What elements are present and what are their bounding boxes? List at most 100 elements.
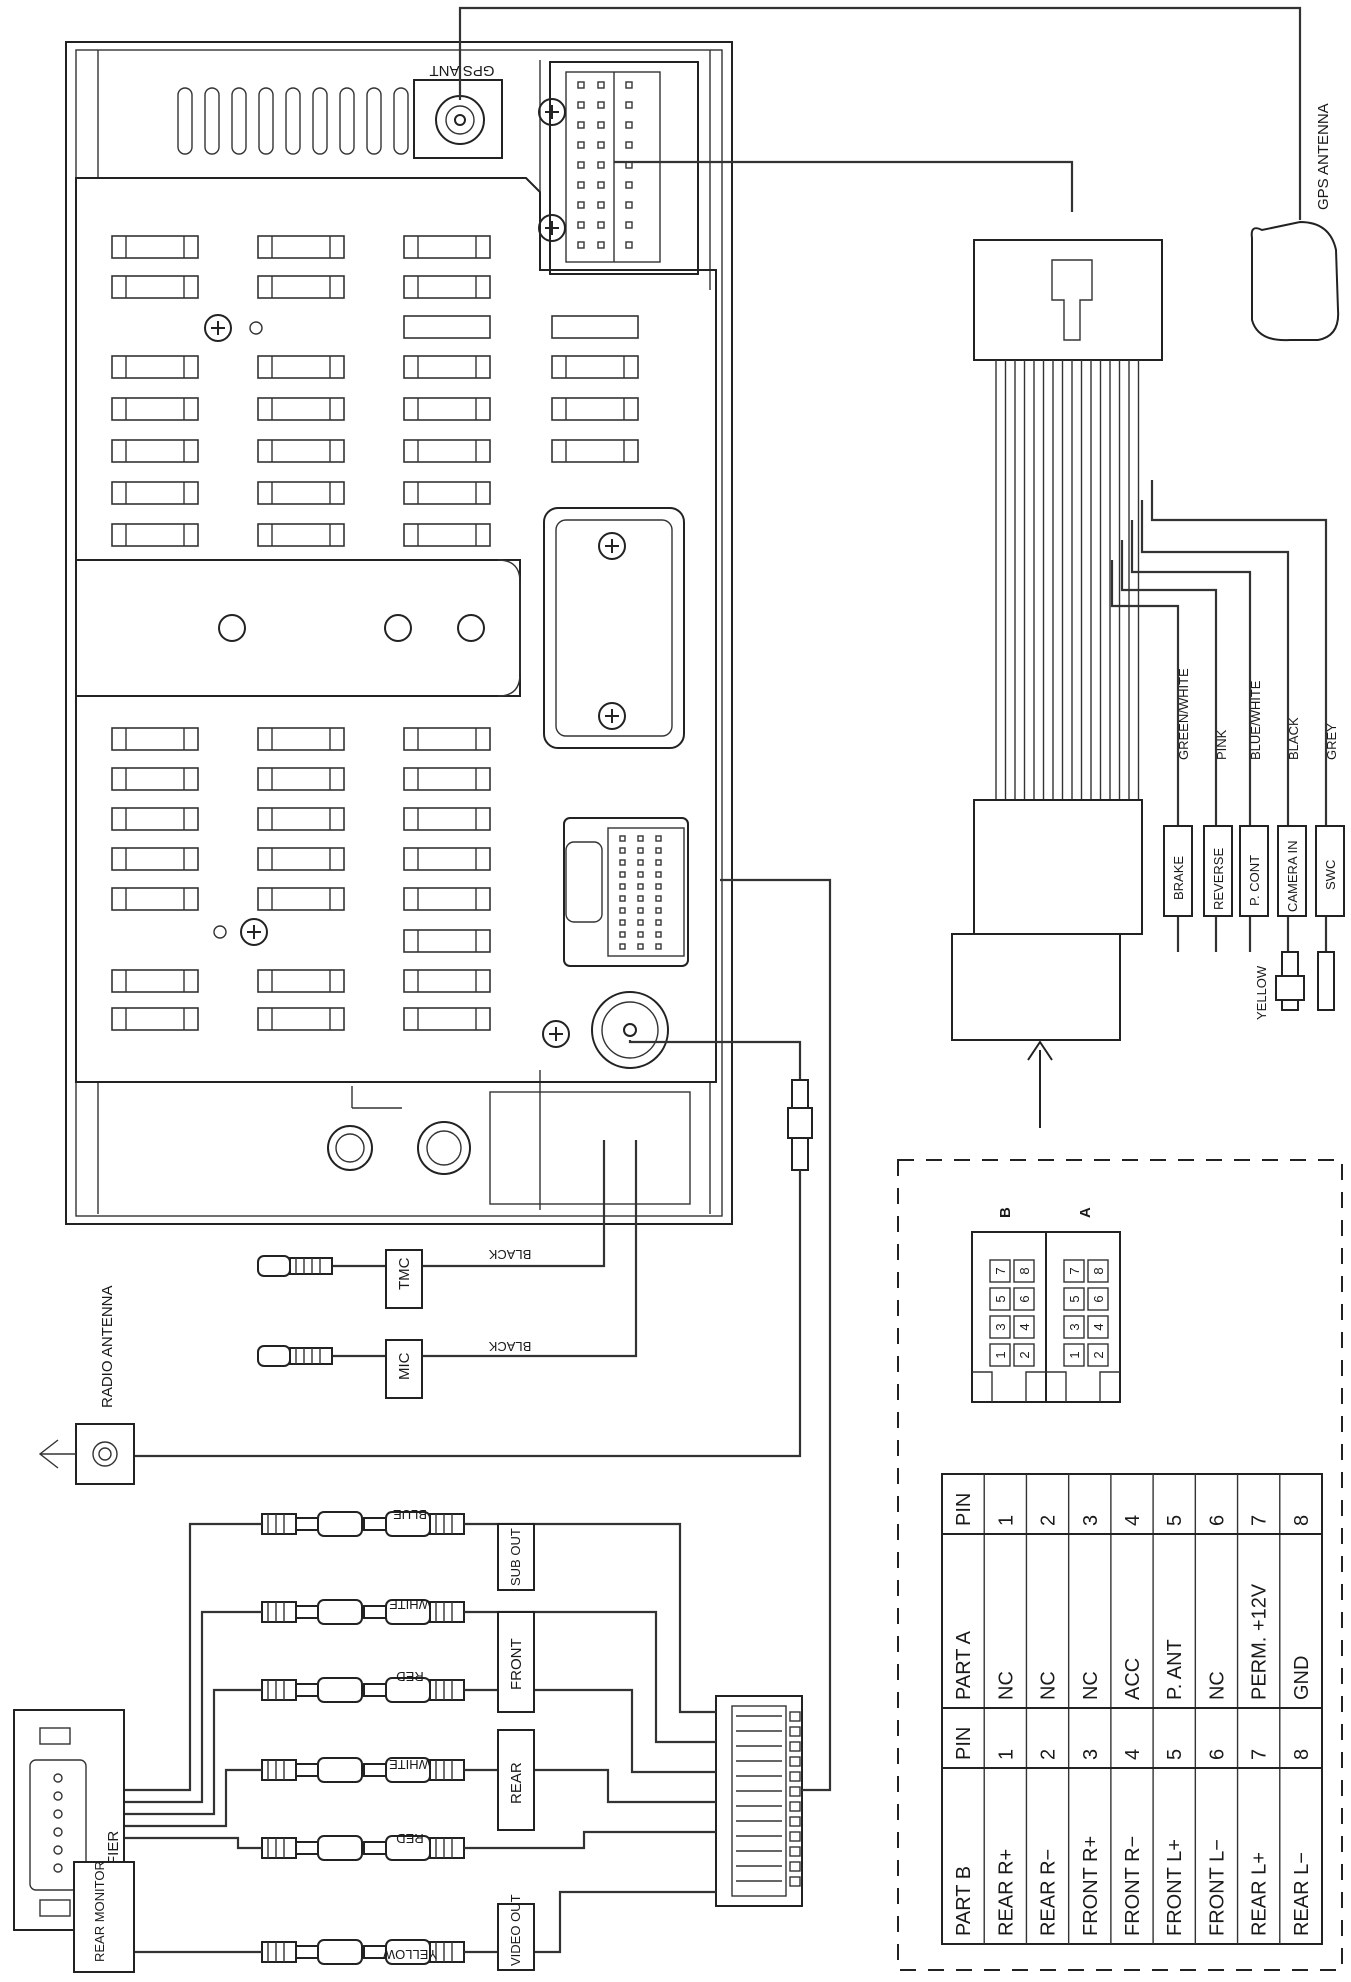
connector-pin: [789, 1846, 801, 1857]
connector-pin: [655, 847, 662, 854]
rca-tip: [363, 1841, 387, 1855]
screw-icon: [240, 918, 268, 946]
gps-antenna-label: GPS ANTENNA: [1315, 103, 1332, 210]
pin-table-cell: REAR R+: [995, 1849, 1017, 1936]
vent-slot: [111, 397, 199, 421]
pin-table-header: PIN: [953, 1727, 975, 1760]
iso-pin: [1063, 1259, 1085, 1283]
harness-side-wire: [1120, 540, 1218, 952]
rca-female-body: [429, 1679, 465, 1701]
amplifier-knob: [53, 1863, 63, 1873]
iso-pin: [1063, 1315, 1085, 1339]
rca-plug: [1317, 951, 1335, 1011]
iso-pin: [989, 1287, 1011, 1311]
pin-table-cell: FRONT R−: [1122, 1836, 1144, 1936]
gps-ant-label: GPS ANT: [429, 62, 494, 79]
vent-slot: [403, 727, 491, 751]
connector-pin: [577, 181, 585, 189]
iso-pin: [1087, 1343, 1109, 1367]
amplifier-knob: [53, 1809, 63, 1819]
vent-slot: [257, 727, 345, 751]
connector-pin: [655, 835, 662, 842]
vent-slot: [551, 439, 639, 463]
rca-male-plug: [317, 1939, 363, 1965]
connector-pin: [637, 919, 644, 926]
connector-pin: [597, 161, 605, 169]
vent-slot: [403, 355, 491, 379]
plug-tip: [257, 1345, 291, 1367]
iso-pin-number: 2: [1091, 1351, 1106, 1358]
connector-pin: [619, 919, 626, 926]
iso-pin: [989, 1315, 1011, 1339]
connector-pin: [789, 1801, 801, 1812]
top-vent: [312, 87, 328, 155]
iso-part-b-label: B: [997, 1207, 1014, 1218]
rca-male-body: [261, 1837, 297, 1859]
vent-slot: [403, 439, 491, 463]
rca-plug-body: [1275, 975, 1305, 1001]
vent-slot: [257, 397, 345, 421]
rca-amp-wire: [124, 1688, 262, 1816]
vent-slot: [551, 397, 639, 421]
sub-out-label: SUB OUT: [508, 1528, 523, 1586]
harness-side-wire: [1140, 500, 1290, 952]
pin-table-cell: NC: [1038, 1671, 1060, 1700]
vent-slot: [403, 275, 491, 299]
connector-pin: [789, 1741, 801, 1752]
vent-slot: [111, 807, 199, 831]
rca-wire: [464, 1768, 716, 1804]
screw-cross: [605, 709, 619, 723]
connector-pin: [597, 81, 605, 89]
iso-connector-keys: [972, 1371, 1120, 1402]
top-vent: [231, 87, 247, 155]
rca-tip: [295, 1605, 319, 1619]
pin-table-cell: 7: [1249, 1749, 1271, 1760]
pin-table-cell: 1: [995, 1515, 1017, 1526]
rca-female-body: [429, 1513, 465, 1535]
rca-female-plug: [385, 1757, 431, 1783]
connector-pin: [655, 871, 662, 878]
connector-pin: [789, 1861, 801, 1872]
screw-icon: [598, 702, 626, 730]
connector-pin: [655, 919, 662, 926]
connector-pin: [789, 1756, 801, 1767]
screws: [204, 98, 626, 1048]
rca-female-plug: [385, 1677, 431, 1703]
pin-table-cell: 8: [1291, 1749, 1313, 1760]
vent-slot: [111, 439, 199, 463]
tmc-wire-color: BLACK: [488, 1247, 531, 1262]
top-vent: [393, 87, 409, 155]
rca-tip: [295, 1945, 319, 1959]
connector-pin: [577, 221, 585, 229]
pin-table-cell: 5: [1164, 1515, 1186, 1526]
connector-pin: [789, 1726, 801, 1737]
connector-pin: [625, 121, 633, 129]
amplifier-knob: [53, 1827, 63, 1837]
pin-table-cell: 8: [1291, 1515, 1313, 1526]
connector-pin: [637, 859, 644, 866]
connector-pin: [597, 241, 605, 249]
rca-female-body: [429, 1837, 465, 1859]
mic-wire-color: BLACK: [488, 1339, 531, 1354]
pin-table-cell: 3: [1080, 1515, 1102, 1526]
vent-slot: [403, 1007, 491, 1031]
connector-pin: [577, 101, 585, 109]
connector-pin: [637, 871, 644, 878]
pin-table-cell: NC: [1080, 1671, 1102, 1700]
gps-antenna: GPS ANTENNA: [458, 6, 1340, 342]
pin-table-cell: ACC: [1122, 1658, 1144, 1700]
amplifier-terminal: [39, 1727, 71, 1745]
connector-pin: [619, 931, 626, 938]
connector-pin: [597, 221, 605, 229]
iso-pin-number: 6: [1091, 1295, 1106, 1302]
connector-pin: [637, 943, 644, 950]
vent-slot: [111, 887, 199, 911]
connector-pin: [789, 1771, 801, 1782]
rca-male-body: [261, 1941, 297, 1963]
connector-pin: [637, 895, 644, 902]
rca-tip: [295, 1683, 319, 1697]
iso-pin-number: 4: [1017, 1323, 1032, 1330]
iso-pin: [1063, 1343, 1085, 1367]
